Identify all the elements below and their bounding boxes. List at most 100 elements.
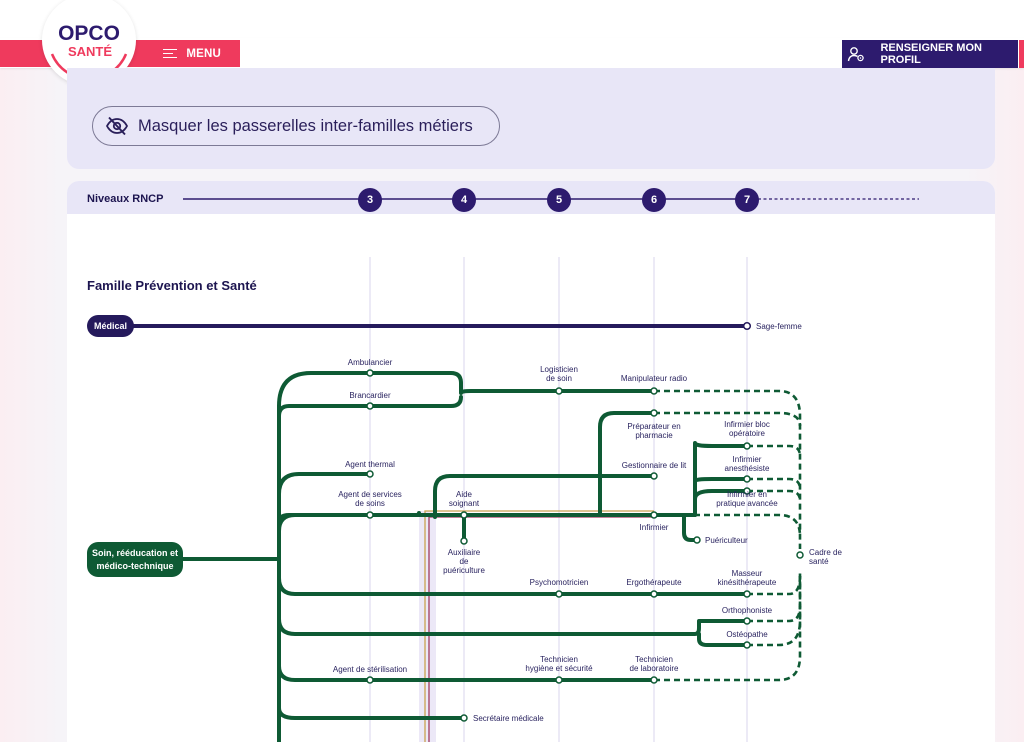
- rncp-level-6[interactable]: 6: [642, 188, 666, 212]
- line-sterilisation: [277, 664, 656, 682]
- rncp-levels-label: Niveaux RNCP: [87, 193, 164, 205]
- label-psychomot[interactable]: Psychomotricien: [530, 578, 589, 587]
- dash-manipulateur: [654, 389, 802, 549]
- node-ash[interactable]: [366, 511, 374, 519]
- label-preparateur-1[interactable]: Préparateur en: [627, 422, 680, 431]
- node-ambulancier[interactable]: [366, 369, 374, 377]
- node-aide-soignant[interactable]: [460, 511, 468, 519]
- label-brancardier[interactable]: Brancardier: [349, 391, 391, 400]
- label-agent-thermal[interactable]: Agent thermal: [345, 460, 395, 469]
- node-agent-thermal[interactable]: [366, 470, 374, 478]
- node-manipulateur[interactable]: [650, 387, 658, 395]
- node-ergo[interactable]: [650, 590, 658, 598]
- node-sage-femme[interactable]: [742, 321, 752, 331]
- rncp-level-5[interactable]: 5: [547, 188, 571, 212]
- rncp-level-7[interactable]: 7: [735, 188, 759, 212]
- node-logisticien[interactable]: [555, 387, 563, 395]
- label-auxiliaire-3[interactable]: puériculture: [443, 566, 485, 575]
- label-tech-hyg-2[interactable]: hygiène et sécurité: [525, 664, 593, 673]
- node-preparateur[interactable]: [650, 409, 658, 417]
- node-ipa[interactable]: [743, 487, 751, 495]
- hamburger-icon: [163, 48, 178, 59]
- node-masseur[interactable]: [743, 590, 751, 598]
- node-osteo[interactable]: [743, 641, 751, 649]
- node-bloc[interactable]: [743, 442, 751, 450]
- level-4-highlight: [419, 511, 436, 742]
- line-puericulteur: [682, 513, 699, 542]
- label-logisticien-2[interactable]: de soin: [546, 374, 572, 383]
- line-anesthesiste: [693, 477, 749, 483]
- node-gestionnaire[interactable]: [650, 472, 658, 480]
- label-tech-lab-2[interactable]: de laboratoire: [630, 664, 679, 673]
- label-infirmier[interactable]: Infirmier: [640, 523, 669, 532]
- node-auxiliaire[interactable]: [460, 537, 468, 545]
- label-manipulateur[interactable]: Manipulateur radio: [621, 374, 688, 383]
- header-edge-button[interactable]: [1019, 40, 1024, 68]
- label-tech-lab-1[interactable]: Technicien: [635, 655, 673, 664]
- line-secretaire: [277, 706, 466, 720]
- dash-masseur: [747, 575, 802, 596]
- menu-label: MENU: [186, 47, 221, 60]
- group-medical[interactable]: Médical: [87, 315, 134, 337]
- label-bloc-2[interactable]: opératoire: [729, 429, 766, 438]
- label-ash-2[interactable]: de soins: [355, 499, 385, 508]
- node-sterilisation[interactable]: [366, 676, 374, 684]
- node-cadre[interactable]: [796, 551, 804, 559]
- node-tech-labo[interactable]: [650, 676, 658, 684]
- user-settings-icon: [842, 46, 870, 62]
- node-tech-hygiene[interactable]: [555, 676, 563, 684]
- label-anesth-1[interactable]: Infirmier: [733, 455, 762, 464]
- node-infirmier[interactable]: [650, 511, 658, 519]
- label-auxiliaire-1[interactable]: Auxiliaire: [448, 548, 481, 557]
- rncp-levels-header: [67, 181, 995, 214]
- label-puericulteur[interactable]: Puériculteur: [705, 536, 748, 545]
- dash-infirmier: [654, 513, 802, 537]
- label-masseur-1[interactable]: Masseur: [732, 569, 763, 578]
- label-cadre-2[interactable]: santé: [809, 557, 829, 566]
- label-ipa-1[interactable]: Infirmier en: [727, 490, 767, 499]
- line-ortho: [277, 617, 749, 636]
- rncp-level-3[interactable]: 3: [358, 188, 382, 212]
- label-orthophoniste[interactable]: Orthophoniste: [722, 606, 773, 615]
- label-bloc-1[interactable]: Infirmier bloc: [724, 420, 770, 429]
- label-tech-hyg-1[interactable]: Technicien: [540, 655, 578, 664]
- node-anesthesiste[interactable]: [743, 475, 751, 483]
- hide-bridges-toggle[interactable]: Masquer les passerelles inter-familles m…: [92, 106, 500, 146]
- label-auxiliaire-2[interactable]: de: [460, 557, 469, 566]
- label-cadre-1[interactable]: Cadre de: [809, 548, 842, 557]
- line-ambulancier: [277, 371, 656, 408]
- node-secretaire[interactable]: [460, 714, 468, 722]
- label-ipa-2[interactable]: pratique avancée: [716, 499, 778, 508]
- group-soin-line-2: médico-technique: [96, 560, 174, 571]
- label-anesth-2[interactable]: anesthésiste: [725, 464, 770, 473]
- label-ambulancier[interactable]: Ambulancier: [348, 358, 393, 367]
- dash-preparateur: [654, 411, 802, 427]
- node-puericulteur[interactable]: [693, 536, 701, 544]
- label-sterilisation[interactable]: Agent de stérilisation: [333, 665, 407, 674]
- label-osteopathe[interactable]: Ostéopathe: [726, 630, 768, 639]
- line-psychomot: [277, 576, 749, 596]
- node-ortho[interactable]: [743, 617, 751, 625]
- label-ergo[interactable]: Ergothérapeute: [626, 578, 682, 587]
- line-bloc: [693, 441, 749, 517]
- profile-button[interactable]: RENSEIGNER MON PROFIL: [842, 40, 1018, 68]
- label-masseur-2[interactable]: kinésithérapeute: [718, 578, 777, 587]
- node-psychomot[interactable]: [555, 590, 563, 598]
- dash-ipa: [747, 489, 802, 502]
- rncp-level-4[interactable]: 4: [452, 188, 476, 212]
- dash-anesth: [747, 477, 802, 490]
- label-aide-2[interactable]: soignant: [449, 499, 480, 508]
- dash-osteo: [747, 571, 802, 647]
- line-agent-thermal: [277, 472, 372, 496]
- label-logisticien-1[interactable]: Logisticien: [540, 365, 578, 374]
- label-secretaire[interactable]: Secrétaire médicale: [473, 714, 544, 723]
- label-aide-1[interactable]: Aide: [456, 490, 473, 499]
- node-brancardier[interactable]: [366, 402, 374, 410]
- logo-text-sante: SANTÉ: [68, 44, 112, 59]
- label-sage-femme[interactable]: Sage-femme: [756, 322, 802, 331]
- label-gestionnaire[interactable]: Gestionnaire de lit: [622, 461, 687, 470]
- label-preparateur-2[interactable]: pharmacie: [635, 431, 673, 440]
- group-soin-reeducation[interactable]: Soin, rééducation et médico-technique: [87, 542, 183, 577]
- label-ash-1[interactable]: Agent de services: [338, 490, 402, 499]
- filter-panel: [67, 68, 995, 169]
